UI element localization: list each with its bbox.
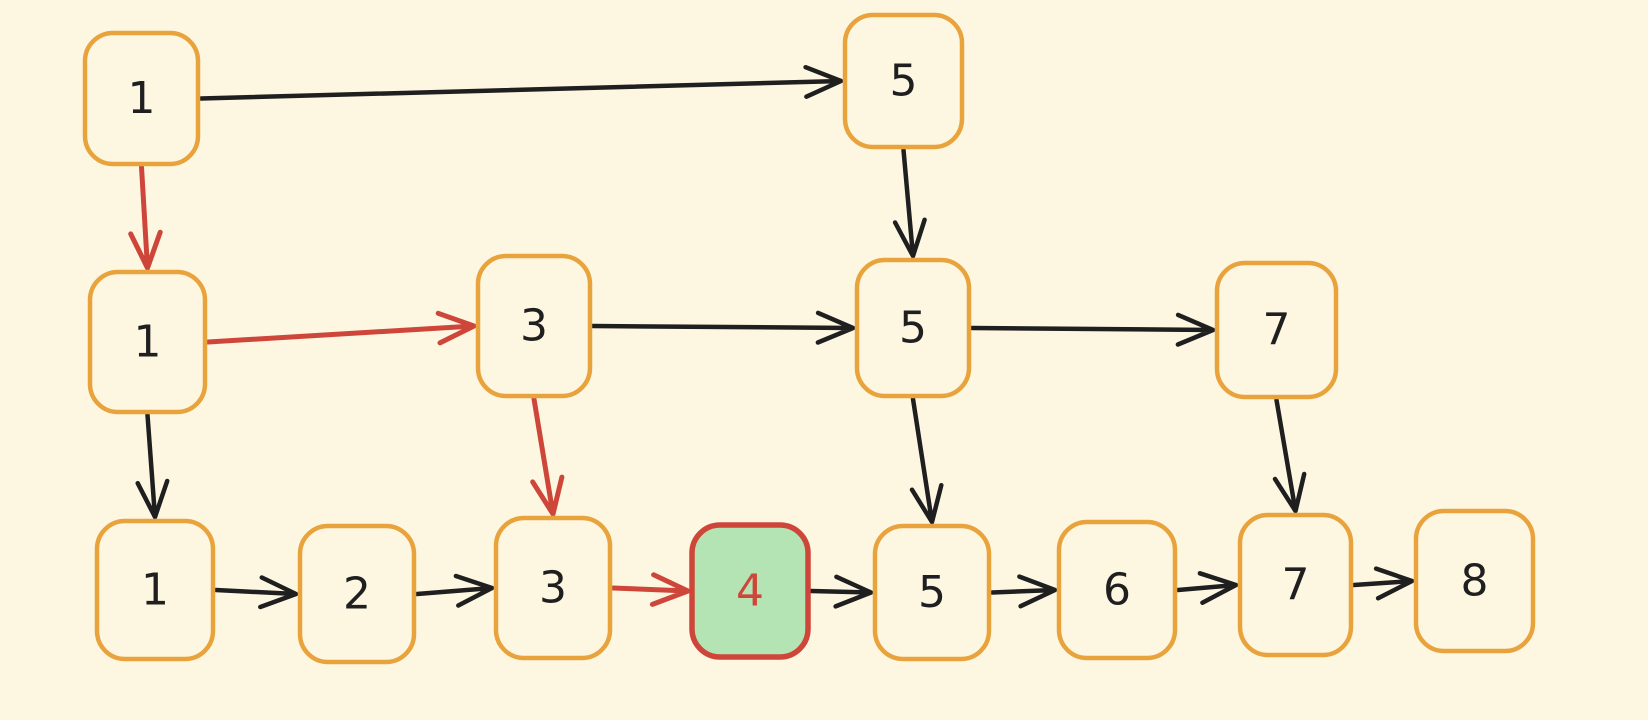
arrow-l0-2-to-l0-3: [414, 573, 495, 608]
node-l1-1: 1: [87, 269, 208, 415]
node-l0-7: 7: [1237, 512, 1354, 658]
node-l2-5: 5: [842, 12, 965, 150]
arrow-l1-5-to-l1-7: [969, 312, 1216, 347]
node-box-l2-1: [82, 30, 201, 167]
node-label-l1-3: 3: [520, 301, 548, 352]
node-l0-8: 8: [1413, 508, 1536, 654]
arrow-l1-1-to-l1-3-search-path: [205, 310, 477, 346]
arrow-l0-7-to-l0-8: [1351, 566, 1415, 601]
node-box-l0-5: [872, 523, 992, 662]
arrow-l2-1-to-l1-1-search-path: [128, 164, 163, 271]
node-label-l0-6: 6: [1103, 565, 1131, 616]
node-label-l0-5: 5: [918, 567, 946, 618]
node-label-l2-5: 5: [890, 56, 918, 107]
arrow-l1-7-to-l0-7: [1272, 397, 1307, 514]
node-label-l0-8: 8: [1461, 556, 1489, 607]
node-box-l0-7: [1237, 512, 1354, 658]
node-box-l1-3: [475, 253, 593, 399]
node-box-l1-7: [1214, 260, 1339, 400]
node-l1-7: 7: [1214, 260, 1339, 400]
node-label-l0-7: 7: [1282, 560, 1310, 611]
node-box-l0-2: [297, 523, 417, 665]
node-box-l0-4: [689, 522, 811, 660]
arrow-l0-6-to-l0-7: [1175, 571, 1239, 605]
arrow-l0-3-to-l0-4-search-path: [610, 572, 691, 607]
node-box-l0-1: [94, 518, 216, 662]
node-label-l2-1: 1: [128, 73, 156, 124]
node-label-l0-2: 2: [343, 569, 371, 620]
node-l2-1: 1: [82, 30, 201, 167]
arrow-l1-3-to-l1-5: [590, 310, 856, 345]
node-label-l1-5: 5: [899, 303, 927, 354]
node-l1-3: 3: [475, 253, 593, 399]
node-box-l0-6: [1056, 519, 1178, 661]
node-label-l1-7: 7: [1263, 305, 1291, 356]
node-l0-2: 2: [297, 523, 417, 665]
arrow-l2-1-to-l2-5: [198, 64, 844, 101]
arrow-l1-1-to-l0-1: [135, 412, 170, 520]
arrow-l0-5-to-l0-6: [989, 574, 1058, 609]
node-l0-6: 6: [1056, 519, 1178, 661]
node-box-l0-3: [493, 515, 613, 661]
arrow-l2-5-to-l1-5: [892, 147, 927, 259]
node-label-l1-1: 1: [134, 317, 162, 368]
node-box-l1-1: [87, 269, 208, 415]
arrow-l0-1-to-l0-2: [213, 575, 299, 610]
node-label-l0-1: 1: [141, 565, 169, 616]
node-l0-4-highlighted: 4: [689, 522, 811, 660]
node-box-l0-8: [1413, 508, 1536, 654]
node-box-l1-5: [854, 257, 972, 399]
node-box-l2-5: [842, 12, 965, 150]
node-l1-5: 5: [854, 257, 972, 399]
node-l0-1: 1: [94, 518, 216, 662]
node-l0-3: 3: [493, 515, 613, 661]
arrow-l0-4-to-l0-5: [808, 574, 874, 609]
node-label-l0-4: 4: [736, 566, 764, 617]
arrow-l1-5-to-l0-5: [909, 396, 944, 525]
node-l0-5: 5: [872, 523, 992, 662]
node-label-l0-3: 3: [539, 563, 567, 614]
arrow-l1-3-to-l0-3-search-path: [530, 396, 565, 517]
